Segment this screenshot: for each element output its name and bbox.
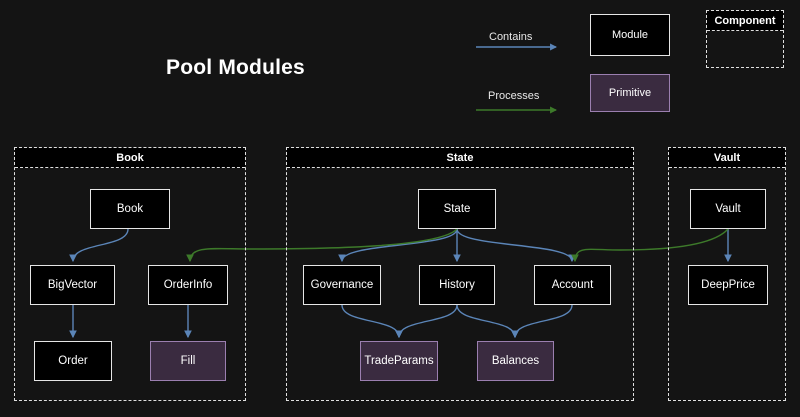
group-book-label: Book	[15, 148, 245, 168]
node-orderinfo[interactable]: OrderInfo	[148, 265, 228, 305]
node-governance[interactable]: Governance	[303, 265, 381, 305]
legend-component-label: Component	[707, 11, 783, 31]
legend-component-swatch: Component	[706, 10, 784, 68]
legend-processes-label: Processes	[488, 90, 540, 102]
group-state-label: State	[287, 148, 633, 168]
node-state[interactable]: State	[418, 189, 496, 229]
group-vault-label: Vault	[669, 148, 785, 168]
legend-contains-label: Contains	[489, 31, 533, 43]
node-balances[interactable]: Balances	[477, 341, 554, 381]
node-fill[interactable]: Fill	[150, 341, 226, 381]
node-account[interactable]: Account	[534, 265, 611, 305]
group-book: Book	[14, 147, 246, 401]
page-title: Pool Modules	[166, 56, 305, 79]
node-vault[interactable]: Vault	[690, 189, 766, 229]
group-state: State	[286, 147, 634, 401]
node-tradeparams[interactable]: TradeParams	[360, 341, 438, 381]
legend-module-swatch: Module	[590, 14, 670, 56]
node-history[interactable]: History	[419, 265, 495, 305]
node-bigvector[interactable]: BigVector	[30, 265, 115, 305]
node-book[interactable]: Book	[90, 189, 170, 229]
legend-primitive-swatch: Primitive	[590, 74, 670, 112]
node-deepprice[interactable]: DeepPrice	[688, 265, 768, 305]
node-order[interactable]: Order	[34, 341, 112, 381]
group-vault: Vault	[668, 147, 786, 401]
